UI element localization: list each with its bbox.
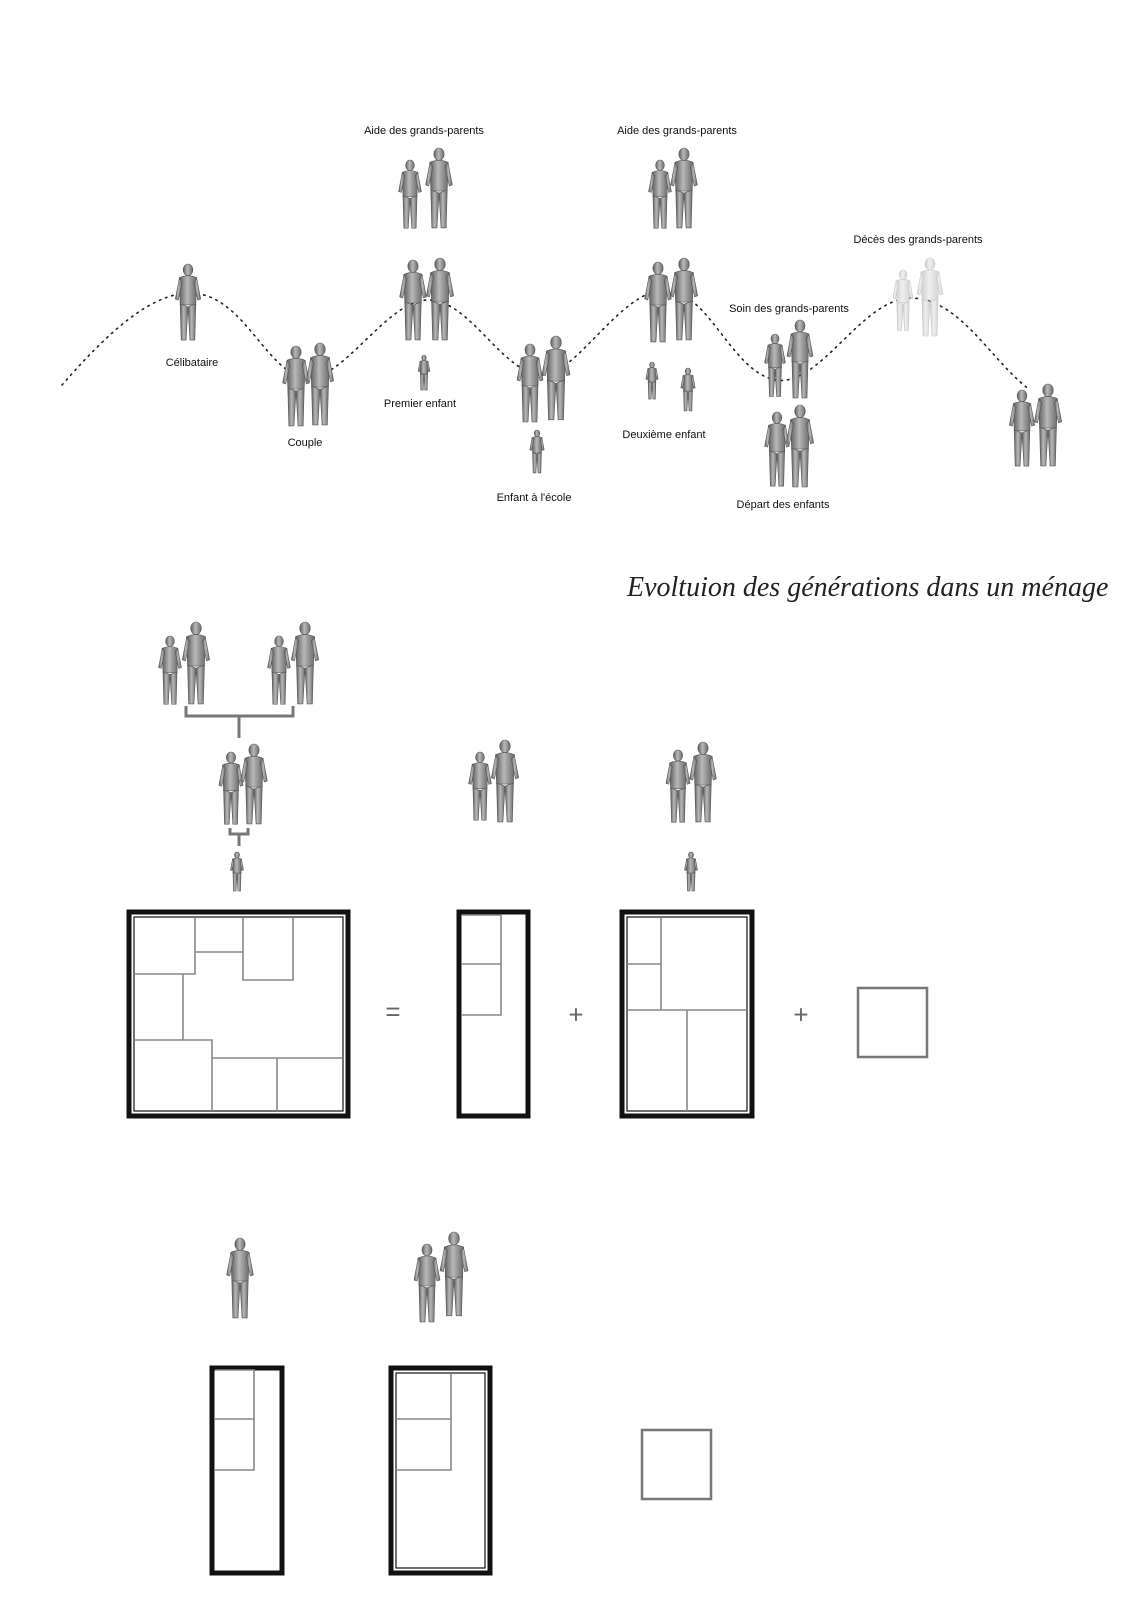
- figure-baby-1: [417, 354, 431, 391]
- label-couple: Couple: [287, 437, 323, 449]
- plan-grandparents-unit: [456, 909, 531, 1119]
- plan-couple-unit: [388, 1365, 493, 1576]
- figure-grandparents-left: [158, 621, 210, 705]
- plus-sign-2: +: [793, 999, 809, 1030]
- figure-couple-6: [1008, 383, 1062, 467]
- figure-grandparents-1: [398, 147, 453, 229]
- plan-combined: [126, 909, 351, 1119]
- figure-couple-1: [282, 342, 334, 427]
- plus-sign-1: +: [568, 999, 584, 1030]
- figure-single: [174, 263, 202, 341]
- figures-layer: [158, 147, 1062, 1323]
- figure-grandparents-deceased: [892, 257, 944, 337]
- equals-sign: =: [385, 996, 401, 1027]
- figure-couple-3: [516, 335, 571, 423]
- plan-single-unit: [209, 1365, 285, 1576]
- figure-grandparents-2: [648, 147, 698, 229]
- figure-child-school: [529, 429, 545, 474]
- label-soin-grands-parents: Soin des grands-parents: [729, 303, 849, 315]
- label-celibataire: Célibataire: [165, 357, 219, 369]
- plan-extra-room-1: [856, 986, 929, 1059]
- figure-couple-5: [764, 404, 814, 488]
- label-premier-enfant: Premier enfant: [383, 398, 457, 410]
- figure-grandparents-unit: [468, 739, 519, 823]
- plan-family-unit: [619, 909, 755, 1119]
- label-deuxieme-enfant: Deuxième enfant: [622, 429, 706, 441]
- figure-parents: [218, 743, 268, 825]
- figure-child-2b: [680, 367, 696, 412]
- life-path-curve: [61, 289, 1031, 391]
- label-deces-grands-parents: Décès des grands-parents: [853, 234, 983, 246]
- figure-couple-4: [644, 257, 698, 343]
- label-aide-grands-parents-2: Aide des grands-parents: [617, 125, 737, 137]
- figure-tree-child: [230, 851, 244, 892]
- figure-couple-row2: [413, 1231, 469, 1323]
- label-depart-enfants: Départ des enfants: [736, 499, 830, 511]
- figure-grandparents-right: [267, 621, 319, 705]
- figure-child-unit: [684, 851, 698, 892]
- family-tree-connectors: [184, 706, 295, 846]
- figure-couple-unit: [665, 741, 717, 823]
- figure-baby-2a: [645, 361, 659, 400]
- figure-single-row2: [226, 1237, 254, 1319]
- figure-grandparents-3: [764, 319, 814, 399]
- label-enfant-ecole: Enfant à l'école: [496, 492, 572, 504]
- plan-extra-room-2: [640, 1428, 713, 1501]
- label-aide-grands-parents-1: Aide des grands-parents: [364, 125, 484, 137]
- figure-couple-2: [399, 257, 454, 341]
- diagram-caption: Evoltuion des générations dans un ménage: [627, 572, 1109, 603]
